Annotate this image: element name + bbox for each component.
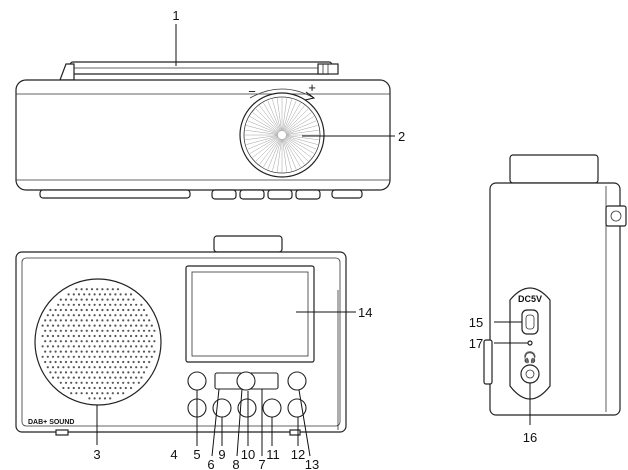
callout-3: 3 [93, 447, 100, 462]
headphone-jack [520, 364, 540, 384]
callout-17: 17 [469, 336, 483, 351]
volume-minus-label: − [248, 84, 256, 99]
speaker-grille [34, 278, 162, 406]
top-view: − + [15, 61, 391, 200]
button-4 [187, 371, 207, 391]
callout-15: 15 [469, 315, 483, 330]
callout-14: 14 [358, 305, 372, 320]
callout-16: 16 [523, 430, 537, 445]
button-9 [212, 398, 232, 418]
antenna [59, 61, 339, 81]
button-11 [262, 398, 282, 418]
callout-5: 5 [193, 447, 200, 462]
button-8 [236, 371, 256, 391]
top-view-body [15, 79, 391, 191]
display-screen [185, 265, 315, 363]
brand-label: DAB+ SOUND [28, 419, 74, 426]
callout-lines [96, 24, 531, 457]
dc-port-label: DC5V [518, 294, 542, 304]
button-13 [287, 371, 307, 391]
headphone-icon: 🎧 [523, 351, 537, 364]
callout-11: 11 [266, 447, 280, 462]
callout-4: 4 [170, 447, 177, 462]
charging-led [527, 340, 533, 346]
callout-13: 13 [305, 457, 319, 470]
callout-10: 10 [241, 447, 255, 462]
usb-c-port [521, 309, 539, 335]
callout-7: 7 [258, 457, 265, 470]
volume-plus-label: + [308, 80, 316, 95]
callout-8: 8 [232, 457, 239, 470]
callout-2: 2 [398, 129, 405, 144]
callout-9: 9 [218, 447, 225, 462]
callout-12: 12 [291, 447, 305, 462]
button-10 [237, 398, 257, 418]
callout-numbers: 1 2 3 4 5 9 10 11 12 6 8 7 13 14 15 17 1… [93, 8, 537, 470]
callout-1: 1 [172, 8, 179, 23]
callout-6: 6 [207, 457, 214, 470]
volume-knob [239, 92, 325, 178]
front-view: DAB+ SOUND [15, 235, 347, 436]
side-view: DC5V 🎧 [483, 154, 627, 416]
